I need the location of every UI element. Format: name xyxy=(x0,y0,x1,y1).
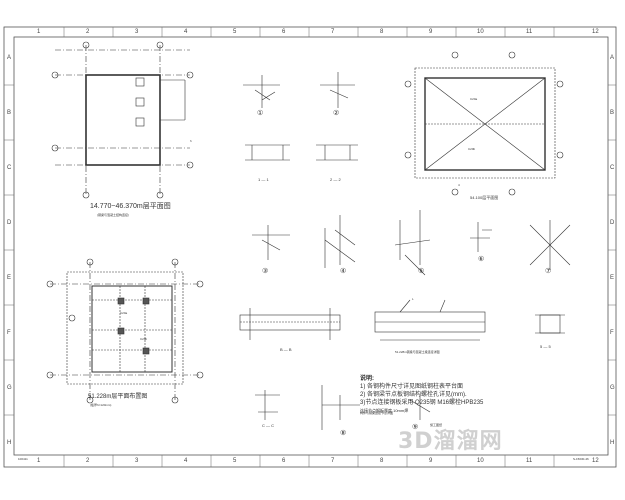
grid-col-5-bottom: 5 xyxy=(233,458,237,464)
grid-col-7: 7 xyxy=(331,29,335,35)
grid-row-a: A xyxy=(7,55,12,61)
grid-row-c: C xyxy=(7,165,12,171)
grid-row-e-right: E xyxy=(610,275,615,281)
label-d4: 4 xyxy=(458,183,460,187)
watermark-logo: 3D溜溜网 xyxy=(398,429,503,454)
detail-mark-9: ⑨ xyxy=(412,424,419,431)
plan-top-right xyxy=(404,51,564,196)
grid-col-11: 11 xyxy=(526,29,533,35)
grid-col-12: 12 xyxy=(592,29,599,35)
section-b-b xyxy=(239,308,341,340)
detail-mark-5: ⑤ xyxy=(418,268,425,275)
outer-frame xyxy=(3,26,617,468)
section-5-title: 5 — 5 xyxy=(540,344,551,349)
plan-top-left xyxy=(51,41,194,199)
plan-bottom-note: (板厚h=120mm) xyxy=(90,403,112,407)
notes-line-4: 连接节点钢板厚度 10mm焊 xyxy=(360,408,409,413)
notes-line-2: 2) 各钢梁节点板钢结构螺栓孔详见(mm). xyxy=(360,392,467,398)
title-block: S-15030-46 xyxy=(573,457,589,461)
detail-mark-2: ② xyxy=(333,110,340,117)
plan-bottom-left xyxy=(46,258,204,404)
grid-col-8-bottom: 8 xyxy=(380,458,384,464)
grid-row-g-right: G xyxy=(610,385,615,391)
notes-line-1: 1) 各钢构件尺寸详见图纸钢柱表平台面 xyxy=(360,384,464,390)
grid-col-8: 8 xyxy=(380,29,384,35)
grid-col-12-bottom: 12 xyxy=(592,458,599,464)
side-grid-ticks xyxy=(4,84,616,416)
label-elev: h xyxy=(190,139,192,143)
grid-col-3: 3 xyxy=(135,29,139,35)
grid-col-6-bottom: 6 xyxy=(282,458,286,464)
grid-row-b: B xyxy=(7,110,12,116)
section-b-title: B — B xyxy=(280,347,292,352)
beam-detail-title: 51.228m钢梁与混凝土梁连接详图 xyxy=(395,350,440,354)
detail-mark-7: ⑦ xyxy=(545,268,552,275)
grid-row-e: E xyxy=(7,275,12,281)
notes-line-3: 3)节点连接钢板采用 Q235钢 M16螺栓HPB235 xyxy=(360,400,484,406)
notes-block-left: 施工图纸 xyxy=(430,423,443,427)
grid-row-d-right: D xyxy=(610,220,615,226)
grid-col-1-bottom: 1 xyxy=(37,458,41,464)
top-grid-ticks xyxy=(63,27,555,467)
grid-col-2-bottom: 2 xyxy=(86,458,90,464)
grid-row-f: F xyxy=(7,330,11,336)
grid-row-h-right: H xyxy=(610,440,615,446)
detail-nodes-middle xyxy=(252,210,571,276)
plan-right-title: 54.100层平面图 xyxy=(470,195,499,200)
inner-frame xyxy=(13,36,609,456)
detail-nodes-top xyxy=(243,72,358,161)
grid-row-f-right: F xyxy=(610,330,614,336)
grid-col-11-bottom: 11 xyxy=(526,458,533,464)
detail-mark-1: ① xyxy=(257,110,264,117)
grid-row-c-right: C xyxy=(610,165,615,171)
grid-col-10-bottom: 10 xyxy=(477,458,484,464)
design-notes: 说明: 1) 各钢构件尺寸详见图纸钢柱表平台面 2) 各钢梁节点板钢结构螺栓孔详… xyxy=(360,375,483,415)
grid-col-3-bottom: 3 xyxy=(135,458,139,464)
grid-col-1: 1 xyxy=(37,29,41,35)
grid-row-a-right: A xyxy=(610,55,615,61)
section-2-title: 2 — 2 xyxy=(330,177,341,182)
label-c20a-2: C20a xyxy=(120,311,128,315)
grid-row-d: D xyxy=(7,220,12,226)
grid-col-6: 6 xyxy=(282,29,286,35)
grid-col-4: 4 xyxy=(184,29,188,35)
label-l: L xyxy=(412,297,414,301)
section-5-5 xyxy=(535,314,565,334)
plan-top-note: (钢梁与混凝土结构连接) xyxy=(97,213,129,217)
grid-col-5: 5 xyxy=(233,29,237,35)
notes-heading: 说明: xyxy=(360,376,374,382)
detail-mark-4: ④ xyxy=(340,268,347,275)
grid-row-b-right: B xyxy=(610,110,615,116)
bottom-note: 构件与钢梁连接节点详图 xyxy=(360,411,394,415)
grid-col-9: 9 xyxy=(429,29,433,35)
label-c20b-1: C20b xyxy=(468,147,476,151)
plan-top-title: 14.770~46.370m层平面图 xyxy=(90,203,171,210)
bottom-details xyxy=(255,385,431,430)
grid-row-g: G xyxy=(7,385,12,391)
grid-col-2: 2 xyxy=(86,29,90,35)
section-c-title: C — C xyxy=(262,423,274,428)
grid-row-h: H xyxy=(7,440,12,446)
section-1-title: 1 — 1 xyxy=(258,177,269,182)
grid-col-9-bottom: 9 xyxy=(429,458,433,464)
label-c20b-2: C20b xyxy=(140,337,148,341)
detail-mark-6: ⑥ xyxy=(478,256,485,263)
detail-mark-3: ③ xyxy=(262,268,269,275)
grid-col-7-bottom: 7 xyxy=(331,458,335,464)
left-block: 100411 xyxy=(18,457,28,461)
beam-connection-detail xyxy=(374,299,486,341)
plan-bottom-title: 51.228m层平面布置图 xyxy=(88,394,148,400)
grid-col-4-bottom: 4 xyxy=(184,458,188,464)
grid-col-10: 10 xyxy=(477,29,484,35)
detail-mark-8: ⑧ xyxy=(340,430,347,437)
label-c20a-1: C20a xyxy=(470,97,478,101)
